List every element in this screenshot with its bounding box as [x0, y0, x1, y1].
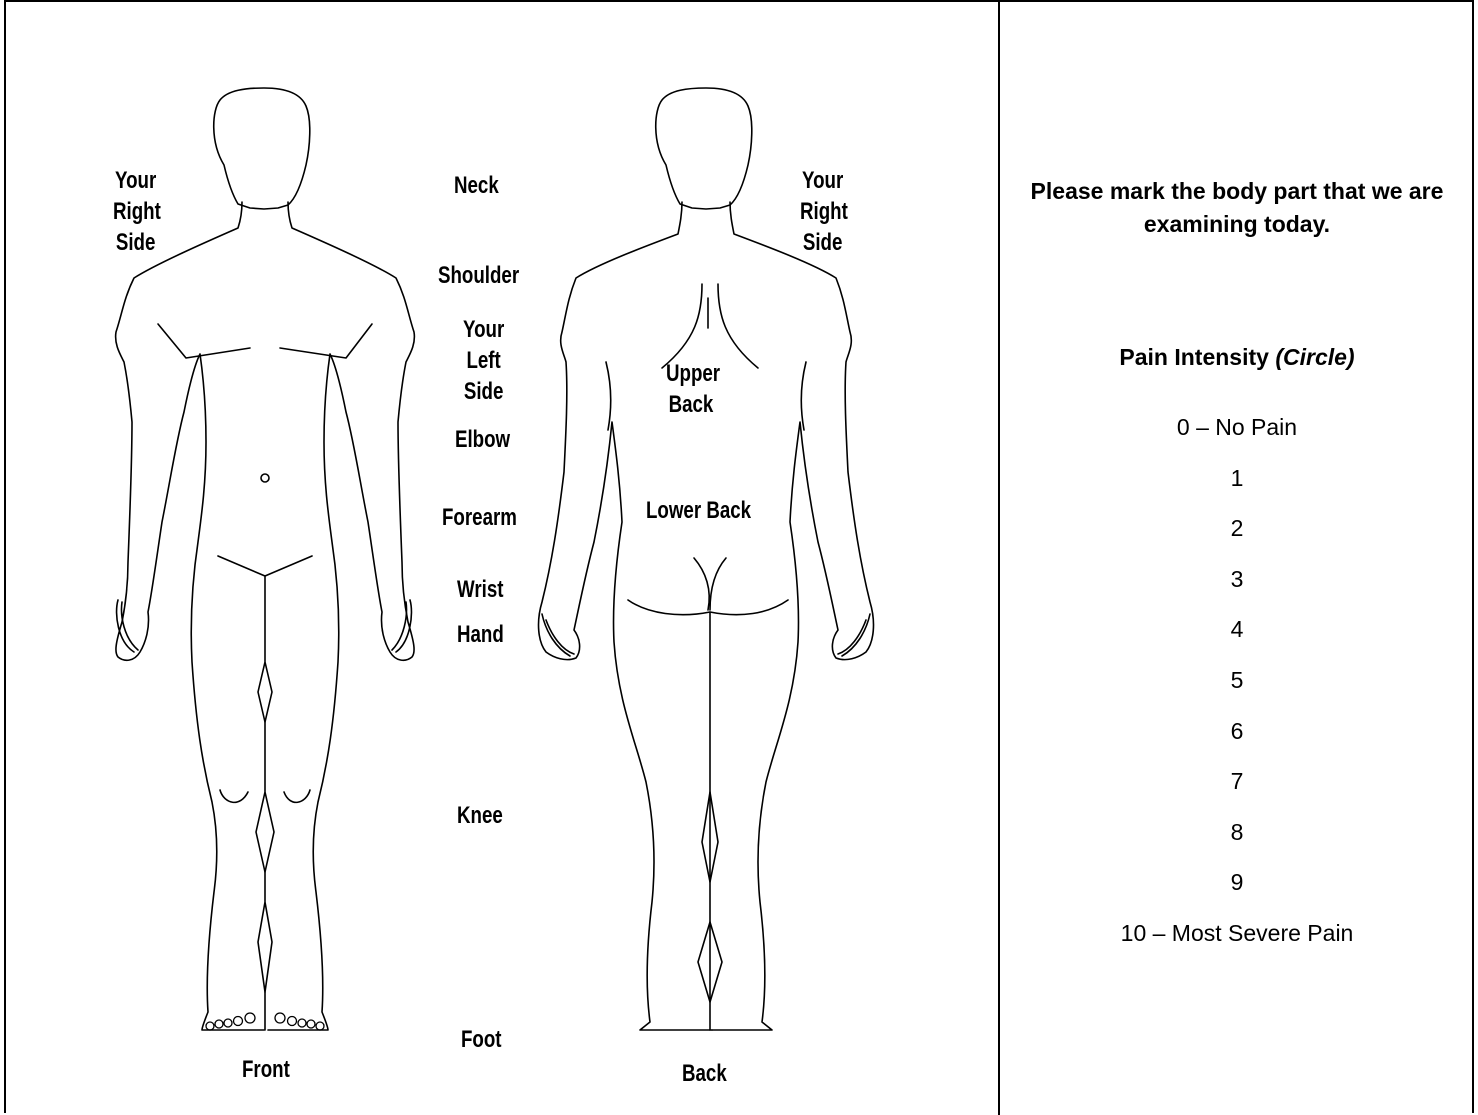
label-upper-back: Upper Back: [666, 358, 716, 420]
label-wrist: Wrist: [457, 574, 503, 605]
pain-level-0[interactable]: 0 – No Pain: [1000, 409, 1474, 460]
pain-assessment-panel: Please mark the body part that we are ex…: [1000, 2, 1474, 1115]
label-shoulder: Shoulder: [438, 260, 519, 291]
body-diagram-panel: Your Right Side Your Right Side Neck Sho…: [6, 2, 998, 1115]
label-lower-back: Lower Back: [646, 495, 751, 526]
pain-level-4[interactable]: 4: [1000, 611, 1474, 662]
pain-level-5[interactable]: 5: [1000, 662, 1474, 713]
pain-intensity-title-note: (Circle): [1275, 344, 1354, 370]
pain-level-9[interactable]: 9: [1000, 864, 1474, 915]
label-forearm: Forearm: [442, 502, 517, 533]
label-elbow: Elbow: [455, 424, 510, 455]
label-neck: Neck: [454, 170, 499, 201]
back-caption: Back: [682, 1058, 727, 1089]
label-hand: Hand: [457, 619, 504, 650]
pain-intensity-title-text: Pain Intensity: [1119, 344, 1269, 370]
label-foot: Foot: [461, 1024, 502, 1055]
front-figure-outline: [116, 88, 415, 1030]
pain-level-8[interactable]: 8: [1000, 814, 1474, 865]
label-knee: Knee: [457, 800, 503, 831]
pain-scale-list: 0 – No Pain 1 2 3 4 5 6 7 8 9 10 – Most …: [1000, 409, 1474, 966]
label-your-left-side: Your Left Side: [461, 314, 506, 407]
front-right-side-label: Your Right Side: [113, 165, 158, 258]
front-caption: Front: [242, 1054, 290, 1085]
pain-level-6[interactable]: 6: [1000, 713, 1474, 764]
pain-level-10[interactable]: 10 – Most Severe Pain: [1000, 915, 1474, 966]
back-right-side-label: Your Right Side: [800, 165, 845, 258]
pain-intensity-title: Pain Intensity (Circle): [1000, 344, 1474, 371]
pain-level-2[interactable]: 2: [1000, 510, 1474, 561]
instructions-text: Please mark the body part that we are ex…: [1000, 175, 1474, 241]
pain-level-3[interactable]: 3: [1000, 561, 1474, 612]
pain-level-7[interactable]: 7: [1000, 763, 1474, 814]
pain-level-1[interactable]: 1: [1000, 460, 1474, 511]
